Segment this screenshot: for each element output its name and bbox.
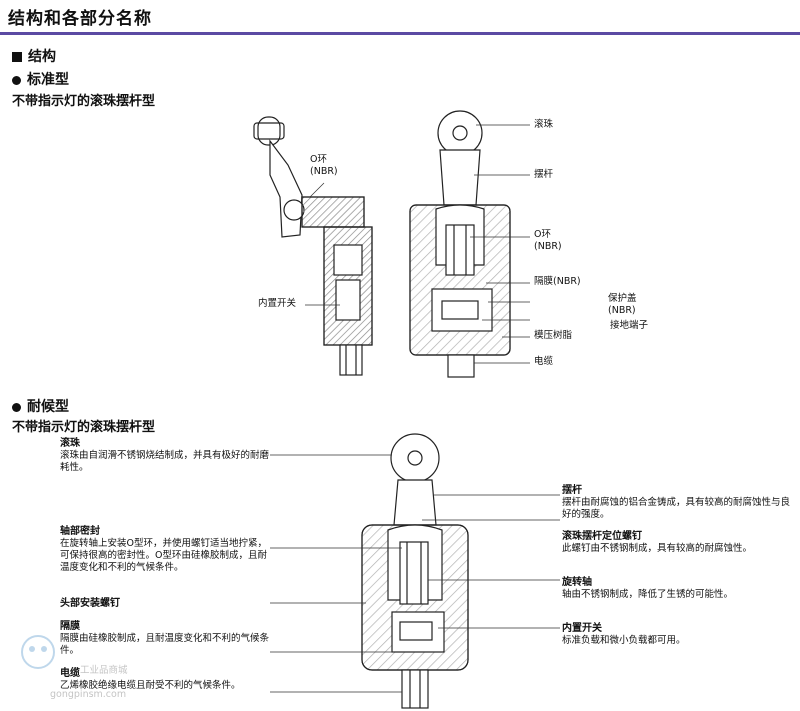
round-bullet-icon: [12, 75, 21, 85]
label-molded-resin: 模压树脂: [534, 330, 573, 341]
annotation-roller: 滚珠 滚珠由自润滑不锈钢烧结制成，并具有极好的耐磨耗性。: [60, 437, 270, 474]
annotation-shaft-seal-desc: 在旋转轴上安装O型环，并使用螺钉适当地拧紧，可保持很高的密封性。O型环由硅橡胶制…: [60, 538, 267, 573]
round-bullet-icon: [12, 402, 21, 412]
standard-heading: 标准型: [12, 69, 69, 89]
annotation-cable-desc: 乙烯橡胶绝缘电缆且耐受不利的气候条件。: [60, 680, 241, 691]
annotation-switch-desc: 标准负载和微小负载都可用。: [562, 635, 686, 646]
standard-leader-lines: [305, 124, 530, 364]
weather-subheading: 不带指示灯的滚珠摆杆型: [12, 420, 156, 435]
annotation-cable-title: 电缆: [60, 668, 80, 679]
title-rule: [0, 32, 800, 35]
label-cable: 电缆: [534, 356, 554, 367]
label-builtin-switch: 内置开关: [258, 298, 297, 309]
label-o-ring-right-sub: (NBR): [534, 241, 562, 252]
annotation-lever-screw: 滚珠摆杆定位螺钉 此螺钉由不锈钢制成，具有较高的耐腐蚀性。: [562, 530, 790, 555]
annotation-head-screw-title: 头部安装螺钉: [60, 598, 120, 609]
page-title: 结构和各部分名称: [8, 9, 152, 29]
standard-subheading: 不带指示灯的滚珠摆杆型: [12, 94, 156, 109]
standard-heading-label: 标准型: [27, 72, 69, 88]
annotation-lever: 摆杆 摆杆由耐腐蚀的铝合金铸成，具有较高的耐腐蚀性与良好的强度。: [562, 484, 790, 521]
annotation-lever-title: 摆杆: [562, 485, 582, 496]
label-diaphragm: 隔膜(NBR): [534, 276, 581, 287]
annotation-lever-screw-desc: 此螺钉由不锈钢制成，具有较高的耐腐蚀性。: [562, 543, 753, 554]
annotation-diaphragm-title: 隔膜: [60, 621, 80, 632]
annotation-roller-title: 滚珠: [60, 438, 80, 449]
annotation-diaphragm: 隔膜 隔膜由硅橡胶制成，且耐温度变化和不利的气候条件。: [60, 620, 270, 657]
label-lever: 摆杆: [534, 169, 554, 180]
label-cover: 保护盖: [608, 293, 637, 304]
section-structure: 结构: [12, 46, 56, 66]
annotation-shaft-seal-title: 轴部密封: [60, 526, 100, 537]
annotation-shaft-seal: 轴部密封 在旋转轴上安装O型环，并使用螺钉适当地拧紧，可保持很高的密封性。O型环…: [60, 525, 270, 574]
annotation-switch: 内置开关 标准负载和微小负载都可用。: [562, 622, 790, 647]
annotation-switch-title: 内置开关: [562, 623, 602, 634]
weather-heading-label: 耐候型: [27, 399, 69, 415]
annotation-lever-screw-title: 滚珠摆杆定位螺钉: [562, 531, 642, 542]
annotation-lever-desc: 摆杆由耐腐蚀的铝合金铸成，具有较高的耐腐蚀性与良好的强度。: [562, 497, 791, 520]
label-cover-sub: (NBR): [608, 305, 636, 316]
annotation-shaft: 旋转轴 轴由不锈钢制成，降低了生锈的可能性。: [562, 576, 790, 601]
watermark-text-1: 工业品商城: [80, 665, 128, 676]
annotation-cable: 电缆 乙烯橡胶绝缘电缆且耐受不利的气候条件。: [60, 667, 270, 692]
annotation-shaft-desc: 轴由不锈钢制成，降低了生锈的可能性。: [562, 589, 734, 600]
label-o-ring-left-sub: (NBR): [310, 166, 338, 177]
square-bullet-icon: [12, 52, 22, 62]
watermark-text-2: gongpinsm.com: [50, 689, 127, 700]
annotation-shaft-title: 旋转轴: [562, 577, 592, 588]
standard-drawings: [253, 110, 530, 378]
front-section-drawing: [409, 110, 511, 378]
label-roller: 滚珠: [534, 119, 554, 130]
label-o-ring-right: O环: [534, 229, 551, 240]
weather-heading: 耐候型: [12, 396, 69, 416]
weather-drawing: [270, 433, 560, 709]
side-view-drawing: [253, 116, 373, 376]
label-ground-terminal: 接地端子: [610, 320, 649, 331]
section-structure-label: 结构: [28, 49, 56, 65]
annotation-roller-desc: 滚珠由自润滑不锈钢烧结制成，并具有极好的耐磨耗性。: [60, 450, 270, 473]
watermark-logo-icon: [12, 622, 72, 682]
annotation-diaphragm-desc: 隔膜由硅橡胶制成，且耐温度变化和不利的气候条件。: [60, 633, 270, 656]
label-o-ring-left: O环: [310, 154, 327, 165]
